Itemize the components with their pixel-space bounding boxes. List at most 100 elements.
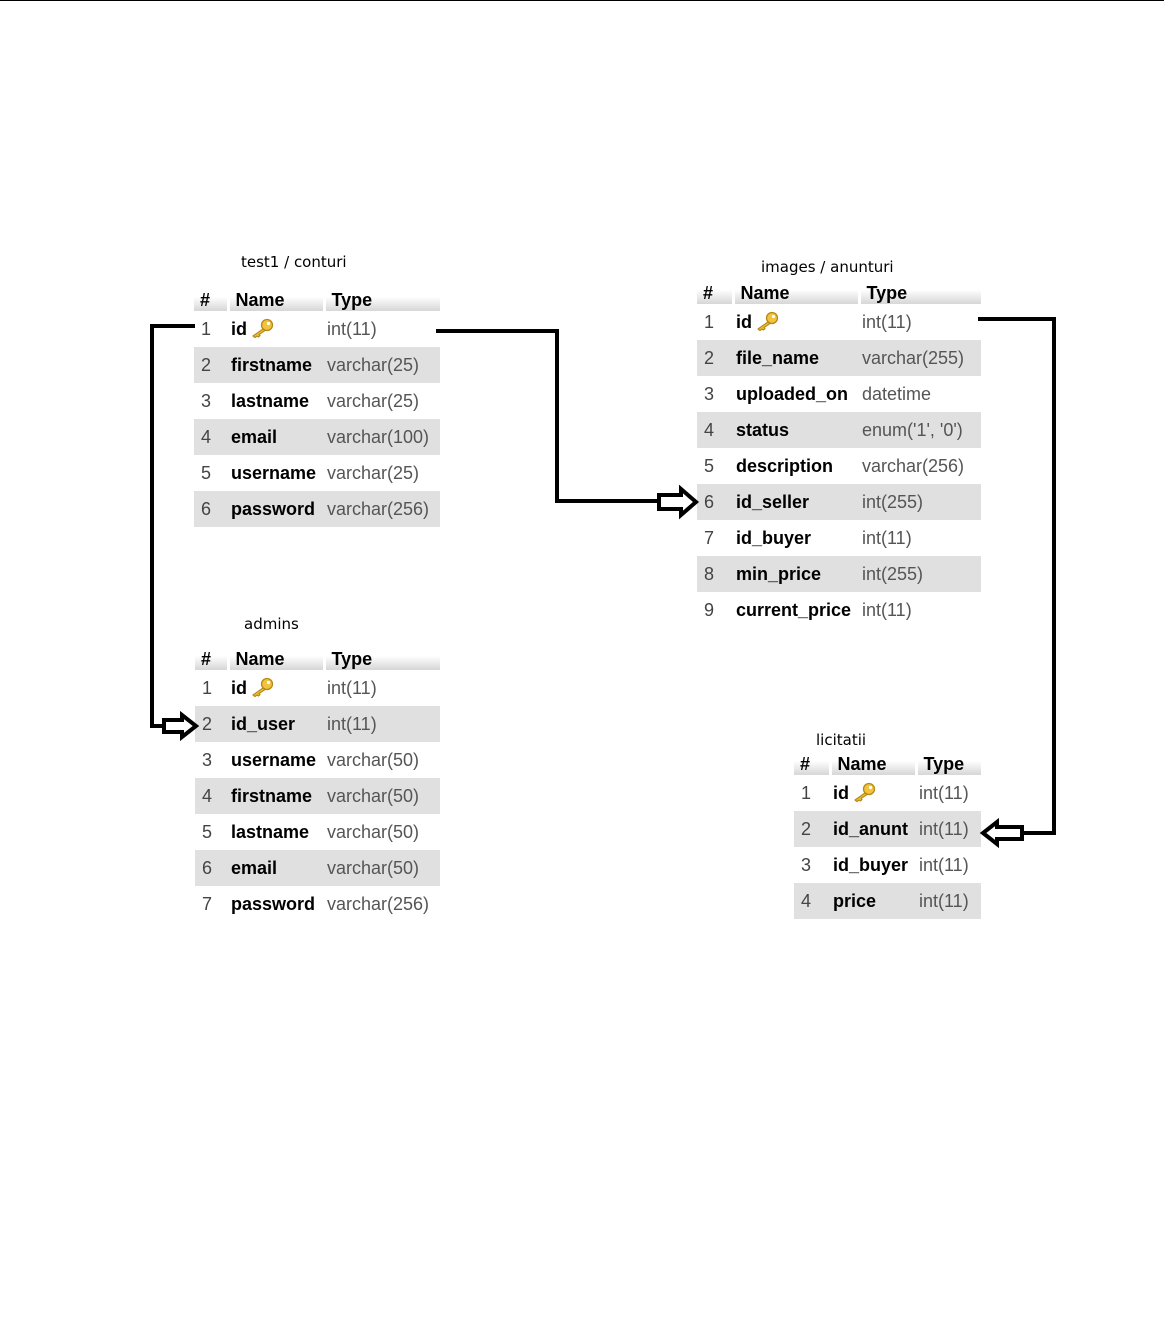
column-name: id_buyer <box>833 854 909 875</box>
row-num: 3 <box>801 854 812 875</box>
row-num: 8 <box>697 556 733 592</box>
table-row: 6 id_seller int(255) <box>697 484 981 520</box>
key-icon <box>252 677 274 697</box>
column-name: price <box>830 883 916 919</box>
column-type: varchar(256) <box>862 455 965 476</box>
column-type: varchar(50) <box>324 850 440 886</box>
column-name: id_seller <box>733 484 859 520</box>
table-row: 2 file_name varchar(255) <box>697 340 981 376</box>
row-num: 6 <box>195 850 228 886</box>
connector-conturi-to-admins <box>150 324 195 728</box>
table-row: 2 id_anunt int(11) <box>794 811 981 847</box>
column-name-cell: id <box>228 670 324 706</box>
column-name: status <box>733 412 859 448</box>
column-name: username <box>231 749 317 770</box>
column-type: enum('1', '0') <box>859 412 981 448</box>
row-num: 7 <box>704 527 715 548</box>
column-name: file_name <box>733 340 859 376</box>
column-name: lastname <box>231 390 310 411</box>
table-row: 6 password varchar(256) <box>194 491 440 527</box>
connector-anunturi-to-licitatii <box>978 317 1056 835</box>
table-row: 1 id int(11) <box>194 311 440 347</box>
table-row: 9 current_price int(11) <box>697 592 981 628</box>
table-row: 4 firstname varchar(50) <box>195 778 440 814</box>
row-num: 3 <box>202 749 213 770</box>
key-icon <box>854 782 876 802</box>
key-icon <box>252 318 274 338</box>
table-row: 1 id int(11) <box>794 775 981 811</box>
arrow-head-icon <box>657 484 700 520</box>
row-num: 4 <box>194 419 228 455</box>
table-row: 4 email varchar(100) <box>194 419 440 455</box>
row-num: 1 <box>202 677 213 698</box>
column-name-cell: id <box>228 311 324 347</box>
row-num: 4 <box>697 412 733 448</box>
column-type: int(11) <box>862 599 912 620</box>
column-type: int(11) <box>919 782 969 803</box>
column-type: int(11) <box>327 677 377 698</box>
row-num: 9 <box>704 599 715 620</box>
header-name: Name <box>733 282 861 304</box>
table-row: 5 lastname varchar(50) <box>195 814 440 850</box>
column-type: varchar(25) <box>327 390 420 411</box>
row-num: 2 <box>697 340 733 376</box>
column-type: int(255) <box>859 556 981 592</box>
column-type: int(11) <box>862 311 912 332</box>
table-conturi: # Name Type 1 id int(11) 2 firstname var… <box>194 289 440 527</box>
header-type: Type <box>324 648 440 670</box>
header-name: Name <box>228 289 326 311</box>
header-num: # <box>697 282 735 304</box>
column-name-cell: id <box>830 775 916 811</box>
column-type: varchar(50) <box>324 778 440 814</box>
column-name: password <box>231 893 316 914</box>
column-type: int(11) <box>916 883 981 919</box>
table-title-anunturi: images / anunturi <box>761 258 894 276</box>
header-num: # <box>194 289 230 311</box>
column-type: int(11) <box>919 854 969 875</box>
table-row: 5 description varchar(256) <box>697 448 981 484</box>
table-title-licitatii: licitatii <box>816 731 867 749</box>
header-name: Name <box>228 648 326 670</box>
table-row: 7 id_buyer int(11) <box>697 520 981 556</box>
column-name: firstname <box>228 778 324 814</box>
table-title-conturi: test1 / conturi <box>241 253 347 271</box>
column-name: id <box>833 783 849 803</box>
row-num: 1 <box>704 311 715 332</box>
table-row: 2 firstname varchar(25) <box>194 347 440 383</box>
column-type: varchar(50) <box>327 749 420 770</box>
table-row: 3 username varchar(50) <box>195 742 440 778</box>
row-num: 6 <box>697 484 733 520</box>
table-row: 5 username varchar(25) <box>194 455 440 491</box>
row-num: 4 <box>794 883 830 919</box>
column-type: varchar(25) <box>324 347 440 383</box>
table-licitatii: # Name Type 1 id int(11) 2 id_anunt int(… <box>794 753 981 919</box>
column-name: password <box>228 491 324 527</box>
header-name: Name <box>830 753 918 775</box>
column-name: lastname <box>231 821 310 842</box>
table-row: 4 price int(11) <box>794 883 981 919</box>
column-name: email <box>228 850 324 886</box>
row-num: 2 <box>195 706 228 742</box>
header-num: # <box>794 753 832 775</box>
column-type: int(11) <box>916 811 981 847</box>
column-type: varchar(256) <box>324 491 440 527</box>
table-row: 1 id int(11) <box>195 670 440 706</box>
table-anunturi: # Name Type 1 id int(11) 2 file_name var… <box>697 282 981 628</box>
top-border <box>0 0 1164 1</box>
row-num: 5 <box>704 455 715 476</box>
column-name: uploaded_on <box>736 383 848 404</box>
row-num: 4 <box>195 778 228 814</box>
column-name: firstname <box>228 347 324 383</box>
key-icon <box>757 311 779 331</box>
column-type: varchar(255) <box>859 340 981 376</box>
table-row: 3 uploaded_on datetime <box>697 376 981 412</box>
column-type: varchar(50) <box>327 821 420 842</box>
column-name: id_buyer <box>736 527 812 548</box>
column-type: varchar(256) <box>327 893 430 914</box>
column-name: current_price <box>736 599 852 620</box>
row-num: 2 <box>194 347 228 383</box>
row-num: 5 <box>201 462 212 483</box>
column-type: int(11) <box>324 706 440 742</box>
column-name: id_user <box>228 706 324 742</box>
table-row: 3 id_buyer int(11) <box>794 847 981 883</box>
